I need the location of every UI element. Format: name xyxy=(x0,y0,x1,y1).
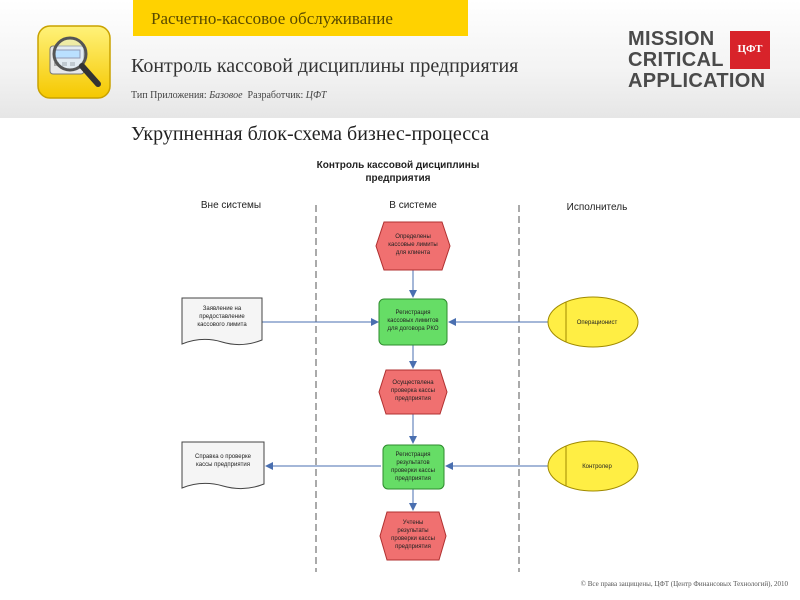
function-register-limits-label-3: для договора РКО xyxy=(387,326,438,332)
event-limits-defined: Определены кассовые лимиты для клиента xyxy=(375,221,451,271)
event-results-accounted-label-4: предприятия xyxy=(395,544,431,550)
brand-line-1: MISSION xyxy=(628,28,715,50)
lane-label-system: В системе xyxy=(389,200,437,211)
event-check-done-label-1: Осуществлена xyxy=(392,380,434,386)
function-register-results-label-2: результатов xyxy=(396,460,429,466)
event-limits-defined-label-1: Определены xyxy=(395,234,431,240)
document-application-label-2: предоставление xyxy=(199,314,245,320)
function-register-limits-label-2: кассовых лимитов xyxy=(387,318,438,324)
diagram-title-line-1: Контроль кассовой дисциплины xyxy=(317,160,480,171)
function-register-results-label-4: предприятия xyxy=(395,476,431,482)
copyright-footer: © Все права защищены, ЦФТ (Центр Финансо… xyxy=(580,580,788,588)
document-check-report-label-2: кассы предприятия xyxy=(196,462,250,468)
document-check-report-label-1: Справка о проверке xyxy=(195,454,252,460)
cft-logo-text: ЦФТ xyxy=(737,43,763,55)
lane-label-performer: Исполнитель xyxy=(567,202,628,213)
event-results-accounted-label-2: результаты xyxy=(397,528,428,534)
function-register-results-label-3: проверки кассы xyxy=(391,468,435,474)
event-results-accounted: Учтены результаты проверки кассы предпри… xyxy=(379,511,447,561)
brand-line-2: CRITICAL xyxy=(628,49,724,71)
category-banner: Расчетно-кассовое обслуживание xyxy=(133,0,468,36)
document-application: Заявление на предоставление кассового ли… xyxy=(181,297,263,346)
developer-label: Разработчик: xyxy=(247,90,304,101)
section-title: Укрупненная блок-схема бизнес-процесса xyxy=(131,123,490,145)
role-operationist: Операционист xyxy=(547,296,639,348)
event-check-done-label-2: проверка кассы xyxy=(391,388,435,394)
app-meta: Тип Приложения: Базовое Разработчик: ЦФТ xyxy=(131,90,326,101)
role-controller: Контролер xyxy=(547,440,639,492)
event-check-done-label-3: предприятия xyxy=(395,396,431,402)
mission-critical-logo: MISSION CRITICAL APPLICATION ЦФТ xyxy=(628,28,778,98)
event-results-accounted-label-3: проверки кассы xyxy=(391,536,435,542)
app-type-label: Тип Приложения: xyxy=(131,90,207,101)
document-check-report: Справка о проверке кассы предприятия xyxy=(181,441,265,490)
role-operationist-label: Операционист xyxy=(577,320,618,326)
function-register-results-label-1: Регистрация xyxy=(395,452,430,458)
document-application-label-1: Заявление на xyxy=(203,306,242,312)
diagram-title-line-2: предприятия xyxy=(365,173,430,184)
event-limits-defined-label-2: кассовые лимиты xyxy=(388,242,437,248)
function-register-results: Регистрация результатов проверки кассы п… xyxy=(382,444,445,490)
event-results-accounted-label-1: Учтены xyxy=(403,520,424,526)
developer-value: ЦФТ xyxy=(305,90,327,101)
role-controller-label: Контролер xyxy=(582,464,612,470)
function-register-limits: Регистрация кассовых лимитов для договор… xyxy=(378,298,448,346)
brand-line-3: APPLICATION xyxy=(628,70,766,92)
event-limits-defined-label-3: для клиента xyxy=(396,250,431,256)
cash-register-magnifier-icon xyxy=(37,25,111,99)
function-register-limits-label-1: Регистрация xyxy=(395,310,430,316)
category-banner-text: Расчетно-кассовое обслуживание xyxy=(151,9,393,28)
event-check-done: Осуществлена проверка кассы предприятия xyxy=(378,369,448,415)
cft-logo: ЦФТ xyxy=(730,31,770,69)
app-type-value: Базовое xyxy=(209,90,243,101)
lane-label-outside: Вне системы xyxy=(201,200,261,211)
document-application-label-3: кассового лимита xyxy=(197,322,247,328)
app-title: Контроль кассовой дисциплины предприятия xyxy=(131,55,519,77)
